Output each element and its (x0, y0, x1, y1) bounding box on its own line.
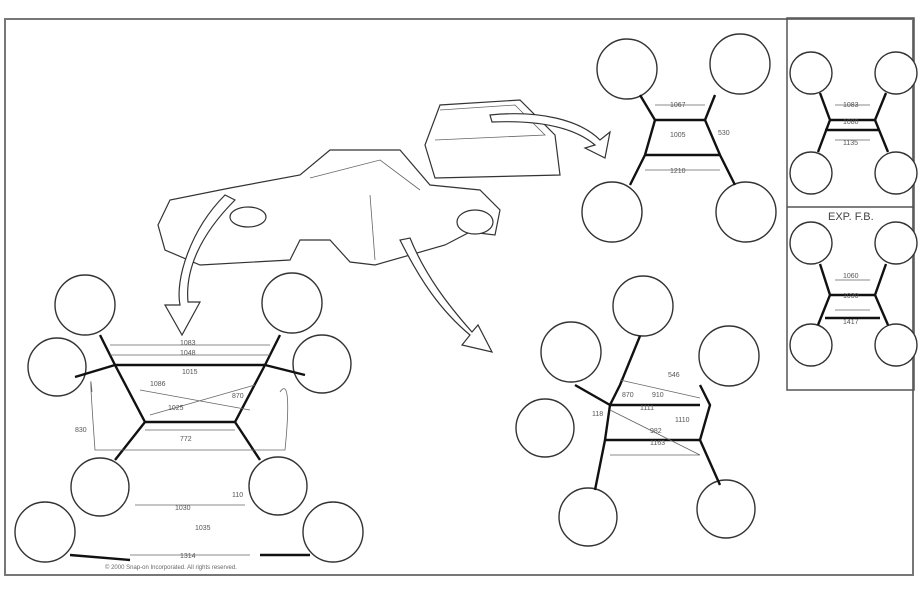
windshield-dimension-labels: 1067 1005 530 1210 (670, 102, 730, 175)
dimension-label: 772 (180, 436, 192, 443)
dimension-label: 1111 (640, 405, 654, 412)
dimension-label: 982 (650, 428, 662, 435)
dimension-label: 1035 (195, 525, 211, 532)
dimension-label: 1025 (168, 405, 184, 412)
dimension-label: 1135 (843, 140, 858, 147)
door-dimension-labels: 1111 1110 1163 910 870 546 118 982 (592, 372, 690, 447)
dimension-label: 1163 (650, 440, 665, 447)
dimension-label: 1080 (843, 119, 859, 126)
front-dimension-labels: 1083 1048 1015 1086 1025 870 830 772 103… (75, 340, 244, 560)
dimension-label: 1030 (843, 293, 859, 300)
dimension-label: 1110 (675, 417, 690, 424)
dimension-label: 1314 (180, 553, 196, 560)
dimension-label: 1417 (843, 319, 859, 326)
dimension-label: 870 (622, 392, 634, 399)
dimension-label: 870 (232, 393, 244, 400)
right-panel-dimension-labels: 1083 1080 1135 1060 1030 1417 EXP. F.B. (828, 102, 874, 326)
measurement-lines (69, 92, 890, 562)
dimension-label: 830 (75, 427, 87, 434)
diagram-frame (4, 18, 914, 576)
car-illustration (157, 149, 501, 266)
dimension-label: 1005 (670, 132, 686, 139)
detail-circles (14, 33, 918, 563)
dimension-label: 1030 (175, 505, 191, 512)
dimension-label: 546 (668, 372, 680, 379)
dimension-label: 118 (592, 411, 603, 418)
pointer-arrows (163, 113, 611, 353)
dimension-label: 110 (232, 492, 243, 499)
dimension-label: 1210 (670, 168, 686, 175)
dimension-label: 1015 (182, 369, 198, 376)
panel-label: EXP. F.B. (828, 211, 874, 223)
dimension-label: 1086 (150, 381, 166, 388)
dimension-label: 1060 (843, 273, 859, 280)
dimension-label: 1067 (670, 102, 686, 109)
dimension-label: 910 (652, 392, 664, 399)
copyright-notice: © 2000 Snap-on Incorporated. All rights … (105, 564, 237, 571)
windshield-car-illustration (424, 99, 561, 179)
dimension-label: 1083 (180, 340, 196, 347)
dimension-label: 1083 (843, 102, 859, 109)
dimension-label: 1048 (180, 350, 196, 357)
right-panel (786, 17, 915, 391)
dimension-label: 530 (718, 130, 730, 137)
